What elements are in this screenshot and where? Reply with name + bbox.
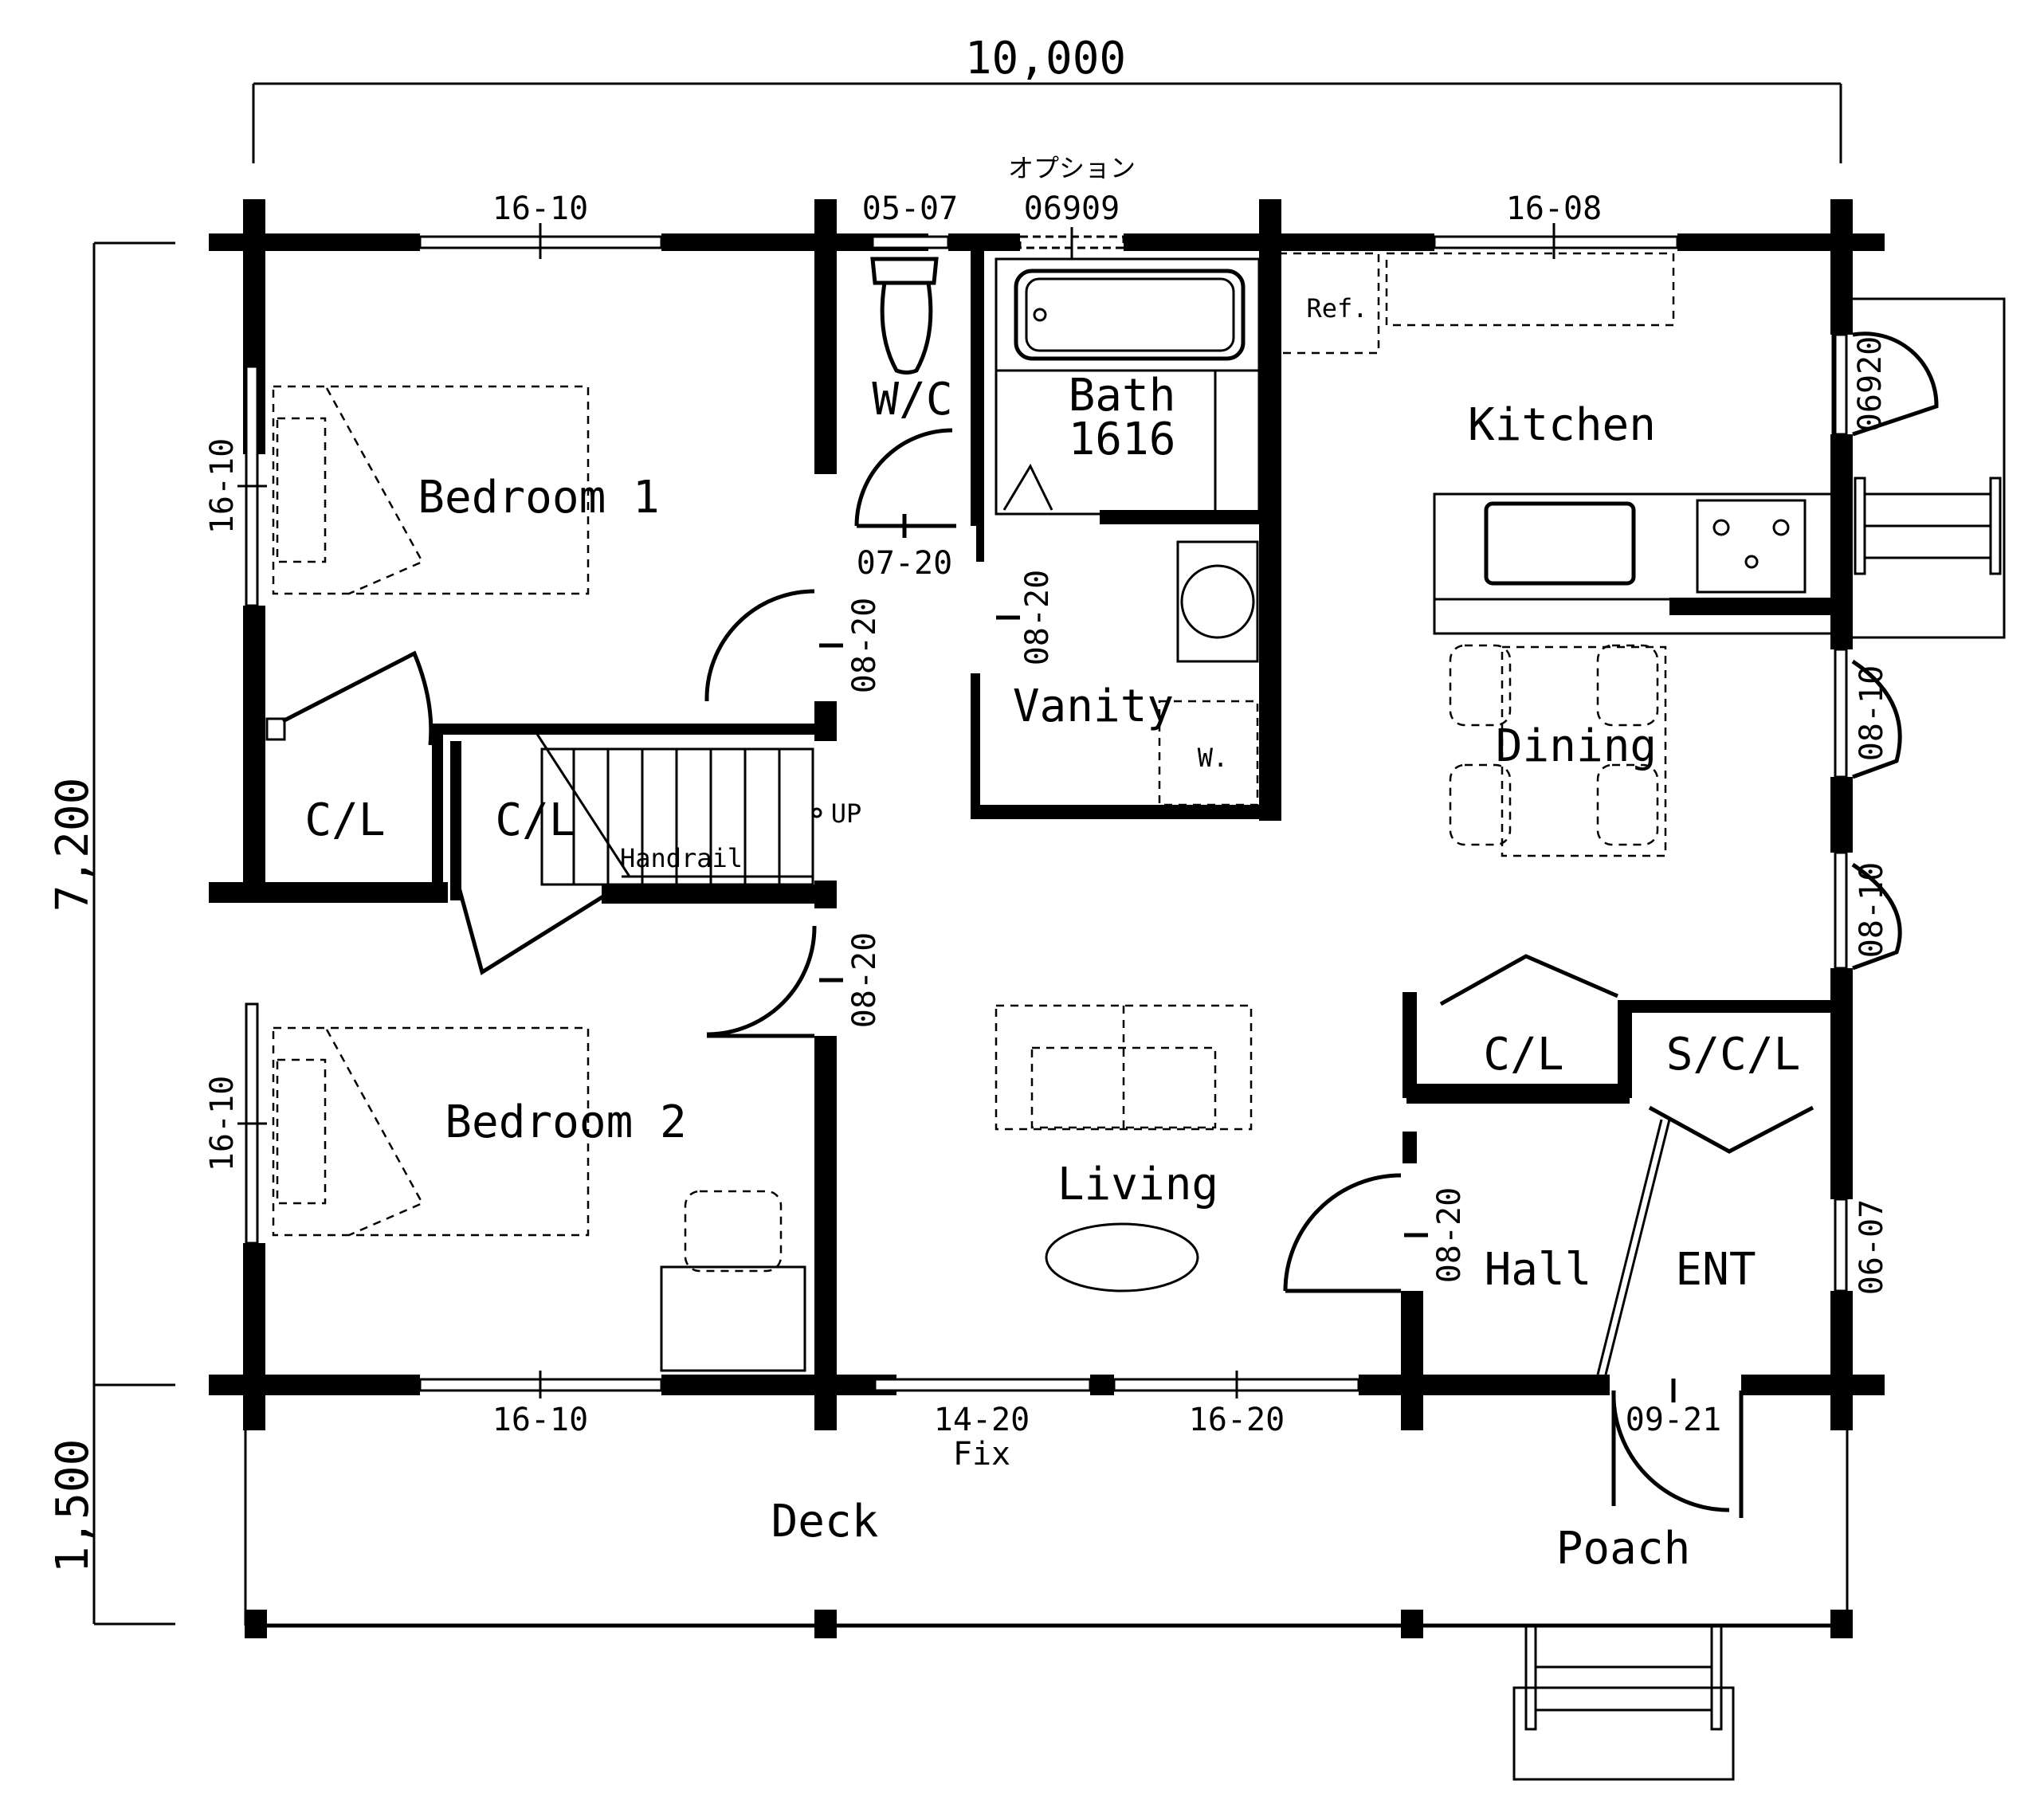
window-left-bedroom2: 16-10 <box>204 1076 241 1171</box>
room-bedroom1: Bedroom 1 <box>418 472 659 524</box>
room-closet-left: C/L <box>304 794 385 846</box>
overall-width-label: 10,000 <box>965 33 1126 84</box>
door-ticks <box>819 514 1676 1402</box>
door-entrance: 09-21 <box>1626 1402 1721 1438</box>
door-bedroom2: 08-20 <box>846 932 883 1028</box>
door-hall: 08-20 <box>1431 1187 1468 1283</box>
stairs <box>532 728 822 886</box>
handrail-label: Handrail <box>620 843 743 873</box>
window-bottom-fix: 14-20 <box>934 1402 1030 1438</box>
window-right-entrance: 06-07 <box>1854 1199 1890 1295</box>
window-top-bedroom: 16-10 <box>492 190 588 227</box>
room-closet-hall: C/L <box>1483 1029 1563 1081</box>
room-porch: Poach <box>1556 1523 1691 1575</box>
window-bottom-fix-label: Fix <box>953 1436 1010 1473</box>
dimension-lines <box>92 82 1842 1626</box>
window-top-bath: 06909 <box>1024 190 1120 227</box>
room-living: Living <box>1057 1159 1218 1210</box>
window-top-bath-option: オプション <box>1008 153 1136 183</box>
window-top-wc: 05-07 <box>862 190 958 227</box>
room-hall: Hall <box>1485 1244 1592 1296</box>
door-vanity: 08-20 <box>1019 570 1056 665</box>
window-left-bedroom1: 16-10 <box>204 438 241 534</box>
room-wc: W/C <box>872 374 952 426</box>
window-right-dining2: 08-10 <box>1854 862 1890 958</box>
refrigerator-label: Ref. <box>1306 293 1367 324</box>
exterior-walls <box>209 199 1885 1430</box>
room-shoe-closet: S/C/L <box>1666 1029 1801 1081</box>
room-bath: Bath <box>1069 370 1176 422</box>
interior-walls <box>265 251 1853 1339</box>
room-deck: Deck <box>771 1496 879 1547</box>
door-wc: 07-20 <box>857 545 952 582</box>
fixtures <box>272 252 1834 1372</box>
room-kitchen: Kitchen <box>1468 399 1656 451</box>
room-bath-size: 1616 <box>1069 414 1176 465</box>
labels: 10,000 7,200 1,500 Bedroom 1 Bedroom 2 C… <box>47 33 1890 1575</box>
deck-depth-label: 1,500 <box>47 1439 99 1574</box>
deck <box>244 477 2002 1781</box>
window-bottom-bedroom2: 16-10 <box>492 1402 588 1438</box>
washer-label: W. <box>1198 743 1229 773</box>
room-entrance: ENT <box>1675 1244 1756 1296</box>
room-vanity: Vanity <box>1013 681 1174 732</box>
windows <box>237 223 1902 1398</box>
room-bedroom2: Bedroom 2 <box>445 1096 686 1148</box>
window-top-kitchen: 16-08 <box>1506 190 1602 227</box>
doors <box>281 297 2006 1518</box>
door-kitchen: 06920 <box>1852 336 1889 432</box>
overall-depth-label: 7,200 <box>47 778 99 912</box>
window-right-dining1: 08-10 <box>1854 665 1890 761</box>
room-closet-stair: C/L <box>495 794 575 846</box>
window-bottom-living: 16-20 <box>1189 1402 1285 1438</box>
room-dining: Dining <box>1496 720 1657 772</box>
stair-up-label: UP <box>831 798 862 829</box>
door-bedroom1: 08-20 <box>846 598 883 693</box>
